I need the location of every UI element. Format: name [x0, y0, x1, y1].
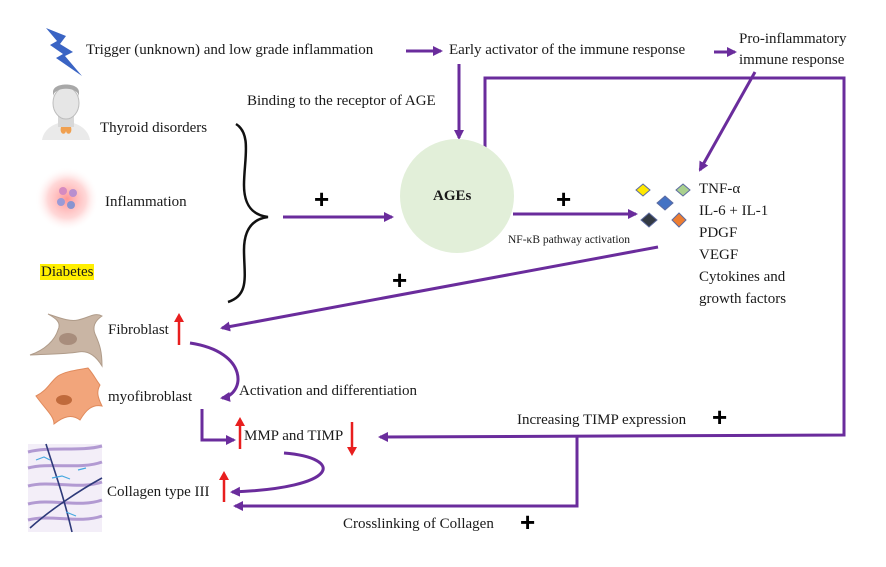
nfkb-label: NF-κB pathway activation — [508, 234, 631, 246]
plus-sign-causes: + — [314, 184, 330, 214]
arrow-timp-to-collagen — [233, 437, 579, 511]
cytokine-item: PDGF — [699, 225, 738, 241]
arrow-proinflammatory-to-cytokines — [698, 71, 757, 172]
trigger-label: Trigger (unknown) and low grade inflamma… — [86, 42, 374, 58]
plus-sign-timp: + — [712, 402, 728, 432]
cytokine-item: VEGF — [699, 247, 739, 263]
diabetes-label: Diabetes — [40, 264, 95, 281]
arrow-cytokines-to-fibroblast — [220, 245, 659, 332]
grouping-brace — [227, 122, 269, 304]
cytokine-list: TNF-α IL-6 + IL-1 PDGF VEGF Cytokines an… — [699, 181, 786, 313]
plus-sign-ages: + — [556, 184, 572, 214]
crosslinking-label: Crosslinking of Collagen — [343, 516, 494, 532]
plus-sign-crosslinking: + — [520, 507, 536, 537]
arrow-fibroblast-to-myofibroblast — [189, 341, 240, 402]
fibroblast-label: Fibroblast — [108, 322, 169, 338]
activation-label: Activation and differentiation — [239, 383, 418, 399]
increasing-timp-label: Increasing TIMP expression — [517, 412, 687, 428]
pro-inflammatory-label-line2: immune response — [739, 52, 845, 68]
cytokine-item: Cytokines and — [699, 269, 786, 285]
cytokine-item: TNF-α — [699, 181, 741, 197]
inflammation-label: Inflammation — [105, 194, 187, 210]
mmp-timp-label: MMP and TIMP — [244, 428, 344, 444]
thyroid-label: Thyroid disorders — [100, 120, 208, 136]
myofibroblast-label: myofibroblast — [108, 389, 193, 405]
binding-label: Binding to the receptor of AGE — [247, 93, 436, 109]
plus-sign-fibroblast: + — [392, 265, 408, 295]
diabetes-highlight: Diabetes — [40, 264, 95, 280]
pro-inflammatory-label-line1: Pro-inflammatory — [739, 31, 847, 47]
early-activator-label: Early activator of the immune response — [449, 42, 686, 58]
loop-ages-to-timp — [378, 76, 846, 442]
ages-label: AGEs — [433, 188, 472, 204]
cytokine-item: growth factors — [699, 291, 787, 307]
cytokine-item: IL-6 + IL-1 — [699, 203, 769, 219]
arrow-mmp-to-collagen — [230, 451, 325, 497]
arrow-myofibroblast-to-mmp — [200, 409, 236, 445]
collagen-label: Collagen type III — [107, 484, 210, 500]
